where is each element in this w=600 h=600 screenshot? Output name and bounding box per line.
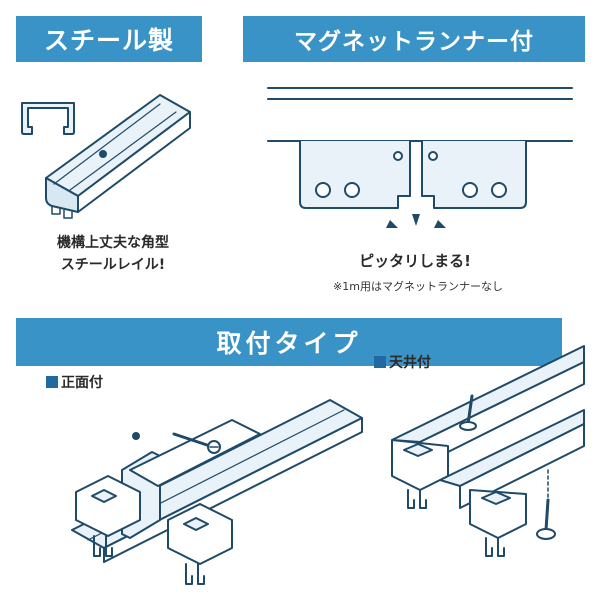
magnet-runner-illustration bbox=[267, 87, 573, 228]
snap-caption: ピッタリしまる! bbox=[359, 252, 471, 270]
label-front-mount-text: 正面付 bbox=[61, 375, 103, 391]
label-ceiling-mount-text: 天井付 bbox=[389, 355, 431, 371]
front-mount-illustration bbox=[71, 399, 363, 585]
square-bullet-icon bbox=[374, 356, 386, 368]
banner-magnet-runner: マグネットランナー付 bbox=[243, 16, 585, 62]
steel-caption-line1: 機構上丈夫な角型 bbox=[57, 235, 169, 251]
steel-rail-illustration bbox=[45, 94, 191, 219]
steel-caption: 機構上丈夫な角型 スチールレイル! bbox=[18, 232, 208, 276]
banner-steel: スチール製 bbox=[16, 16, 202, 62]
label-ceiling-mount: 天井付 bbox=[374, 352, 431, 372]
steel-caption-line2: スチールレイル! bbox=[60, 257, 166, 273]
rail-profile-icon bbox=[21, 102, 75, 135]
label-front-mount: 正面付 bbox=[46, 372, 103, 392]
square-bullet-icon bbox=[46, 376, 58, 388]
banner-mount-type: 取付タイプ bbox=[16, 318, 562, 366]
ceiling-mount-illustration bbox=[391, 345, 585, 557]
magnet-note: ※1m用はマグネットランナーなし bbox=[333, 280, 503, 293]
